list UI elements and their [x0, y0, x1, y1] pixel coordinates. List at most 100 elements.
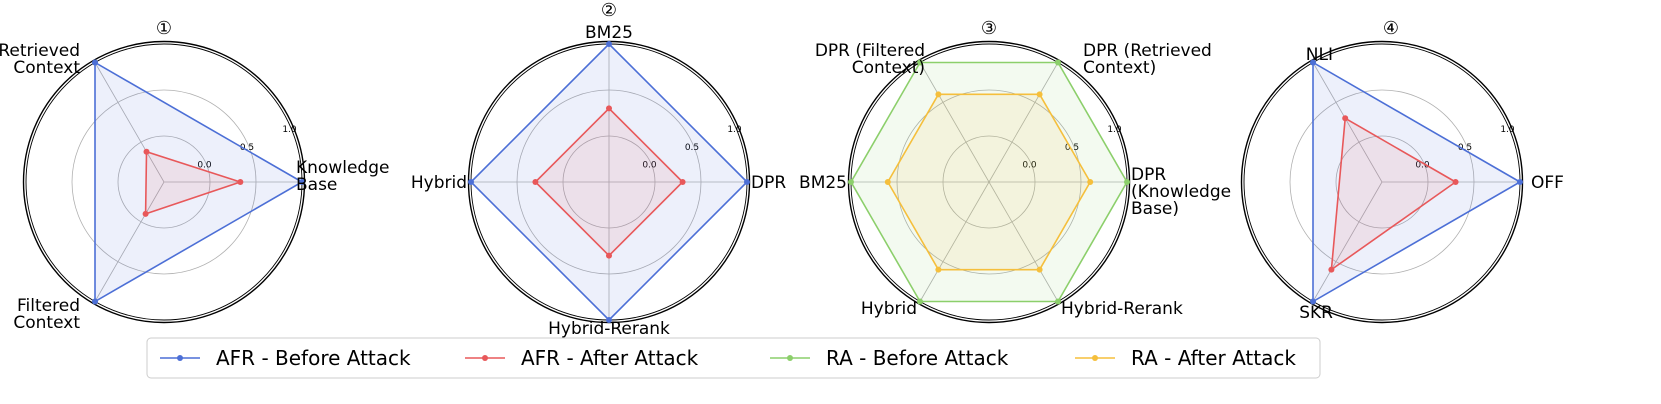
data-point — [1452, 179, 1459, 185]
grid-spoke — [919, 181, 990, 302]
axis-label: BM25 — [799, 173, 847, 193]
data-point — [606, 252, 612, 259]
data-point — [237, 179, 244, 185]
grid-spoke — [1312, 181, 1383, 302]
data-point — [92, 298, 98, 305]
data-point — [848, 179, 854, 185]
series-area — [94, 61, 304, 303]
grid-spoke — [94, 62, 165, 183]
data-point — [1087, 179, 1094, 185]
series-afr-after-attack — [142, 148, 244, 217]
series-area — [144, 150, 243, 215]
data-point — [532, 179, 539, 185]
radial-tick-label: 0.0 — [1415, 160, 1430, 170]
legend-label: AFR - Before Attack — [216, 346, 411, 370]
grid-spoke — [1312, 62, 1383, 183]
data-point — [1055, 298, 1061, 305]
legend-label: RA - After Attack — [1131, 346, 1296, 370]
radial-tick-label: 0.5 — [1065, 143, 1079, 153]
radial-tick-label: 1.0 — [1107, 125, 1122, 135]
data-point — [1310, 298, 1316, 305]
axis-label: BM25 — [585, 23, 633, 43]
data-point — [1328, 266, 1335, 273]
axis-label: Hybrid — [861, 299, 917, 319]
legend-frame — [146, 337, 1321, 379]
data-point — [299, 179, 305, 185]
legend-item: AFR - Before Attack — [160, 346, 411, 370]
axis-label: OFF — [1531, 173, 1564, 193]
legend-label: AFR - After Attack — [521, 346, 699, 370]
series-afr-before-attack — [1310, 59, 1523, 305]
data-point — [1124, 179, 1130, 185]
panel-title: ③ — [981, 18, 997, 39]
data-point — [142, 210, 149, 217]
data-point — [606, 317, 612, 323]
data-point — [744, 179, 750, 185]
data-point — [606, 105, 612, 112]
series-afr-before-attack — [92, 59, 305, 305]
data-point — [92, 59, 98, 66]
data-point — [884, 179, 891, 185]
series-area — [1312, 61, 1522, 303]
axis-label: SKR — [1299, 303, 1333, 323]
grid-spoke — [988, 181, 1059, 302]
data-point — [143, 148, 150, 155]
data-point — [935, 91, 942, 98]
radial-tick-label: 0.0 — [642, 160, 657, 170]
grid-spoke — [988, 62, 1059, 183]
data-point — [1055, 59, 1061, 66]
data-point — [935, 266, 942, 273]
legend-label: RA - Before Attack — [826, 346, 1009, 370]
data-point — [917, 59, 923, 66]
series-afr-after-attack — [1328, 115, 1459, 273]
legend-item: RA - After Attack — [1075, 346, 1296, 370]
legend-marker — [787, 355, 793, 361]
axis-label: NLI — [1306, 45, 1333, 65]
data-point — [468, 179, 474, 185]
radial-tick-label: 1.0 — [727, 125, 742, 135]
series-afr-after-attack — [532, 105, 686, 259]
legend-item: RA - Before Attack — [770, 346, 1009, 370]
radial-tick-label: 1.0 — [282, 125, 297, 135]
legend-item: AFR - After Attack — [465, 346, 699, 370]
radial-tick-label: 0.5 — [240, 143, 254, 153]
panel-title: ② — [601, 0, 617, 21]
data-point — [1517, 179, 1523, 185]
legend-marker — [177, 355, 183, 361]
series-ra-before-attack — [848, 59, 1130, 305]
legend-marker — [1092, 355, 1098, 361]
legend-marker — [482, 355, 488, 361]
data-point — [679, 179, 686, 185]
radial-tick-label: 1.0 — [1500, 125, 1515, 135]
data-point — [1342, 115, 1349, 122]
grid-spoke — [919, 62, 990, 183]
panel-title: ① — [156, 18, 172, 39]
panel-title: ④ — [1383, 18, 1399, 39]
data-point — [917, 298, 923, 305]
series-ra-after-attack — [884, 91, 1094, 273]
series-area — [1330, 116, 1458, 272]
axis-label: Hybrid — [411, 173, 467, 193]
radial-tick-label: 0.0 — [197, 160, 212, 170]
radial-tick-label: 0.5 — [1458, 143, 1472, 153]
grid-spoke — [94, 181, 165, 302]
data-point — [1310, 59, 1316, 66]
data-point — [1036, 91, 1043, 98]
axis-label: Hybrid-Rerank — [548, 319, 670, 339]
data-point — [1036, 266, 1043, 273]
data-point — [606, 41, 612, 47]
legend: AFR - Before Attack AFR - After Attack RA … — [146, 337, 1321, 379]
axis-label: DPR — [751, 173, 786, 193]
